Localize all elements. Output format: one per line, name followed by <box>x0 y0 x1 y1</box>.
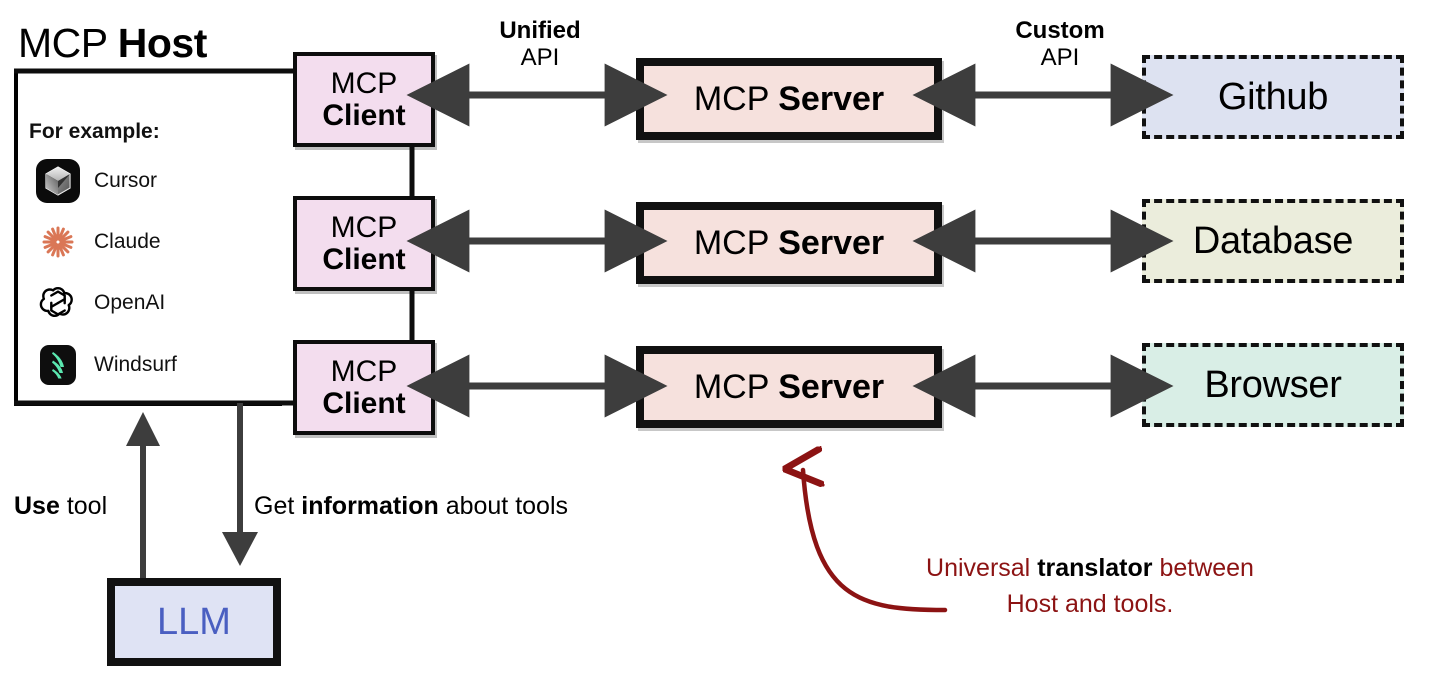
use-tool-arrowhead <box>126 412 160 446</box>
mcp-client-line1: MCP <box>330 354 398 388</box>
tool-box-database[interactable]: Database <box>1142 199 1404 283</box>
get-information-label: Get information about tools <box>254 492 569 520</box>
tool-box-browser[interactable]: Browser <box>1142 343 1404 427</box>
unified-api-label: Unified API <box>450 17 630 72</box>
list-item-label: Claude <box>94 230 161 253</box>
list-item-label: OpenAI <box>94 291 166 314</box>
tool-label: Browser <box>1204 363 1342 406</box>
unified-api-bottom: API <box>520 43 560 71</box>
mcp-client-box-1[interactable]: MCP Client <box>293 52 435 147</box>
llm-arrows <box>126 412 160 578</box>
mcp-client-line1: MCP <box>330 210 398 244</box>
server-tool-arrows <box>912 63 1174 418</box>
use-tool-label: Use tool <box>14 492 108 520</box>
mcp-server-box-3[interactable]: MCP Server <box>636 346 942 428</box>
tool-label: Database <box>1192 219 1354 262</box>
host-title-regular: MCP <box>18 20 118 66</box>
windsurf-logo-icon <box>36 343 80 387</box>
list-item-label: Cursor <box>94 169 158 192</box>
mcp-client-line2: Client <box>322 98 406 132</box>
mcp-client-line2: Client <box>322 386 406 420</box>
get-information-arrowhead <box>222 532 258 566</box>
get-information-arrow <box>222 403 258 566</box>
custom-api-top: Custom <box>1015 17 1105 44</box>
host-title: MCP Host <box>18 20 207 67</box>
unified-api-top: Unified <box>499 17 581 44</box>
mcp-server-label: MCP Server <box>693 79 885 118</box>
cursor-logo-icon <box>36 159 80 203</box>
mcp-client-box-3[interactable]: MCP Client <box>293 340 435 435</box>
list-item-label: Windsurf <box>94 353 177 376</box>
claude-logo-icon <box>36 220 80 264</box>
mcp-server-label: MCP Server <box>693 367 885 406</box>
custom-api-label: Custom API <box>970 17 1150 72</box>
annotation-text: Universal translator between Host and to… <box>926 554 1254 618</box>
tool-box-github[interactable]: Github <box>1142 55 1404 139</box>
mcp-client-box-2[interactable]: MCP Client <box>293 196 435 291</box>
list-item-openai[interactable]: OpenAI <box>36 280 246 326</box>
mcp-server-label: MCP Server <box>693 223 885 262</box>
mcp-server-box-1[interactable]: MCP Server <box>636 58 942 140</box>
for-example-label: For example: <box>29 120 160 143</box>
openai-logo-icon <box>36 281 80 325</box>
llm-box[interactable]: LLM <box>107 578 281 666</box>
tool-label: Github <box>1217 75 1329 118</box>
mcp-client-line2: Client <box>322 242 406 276</box>
mcp-server-box-2[interactable]: MCP Server <box>636 202 942 284</box>
mcp-client-line1: MCP <box>330 66 398 100</box>
llm-label: LLM <box>157 600 231 643</box>
host-title-bold: Host <box>117 20 208 66</box>
client-server-arrows <box>406 63 668 418</box>
list-item-claude[interactable]: Claude <box>36 219 246 265</box>
list-item-windsurf[interactable]: Windsurf <box>36 342 246 388</box>
custom-api-bottom: API <box>1040 43 1080 71</box>
list-item-cursor[interactable]: Cursor <box>36 158 246 204</box>
